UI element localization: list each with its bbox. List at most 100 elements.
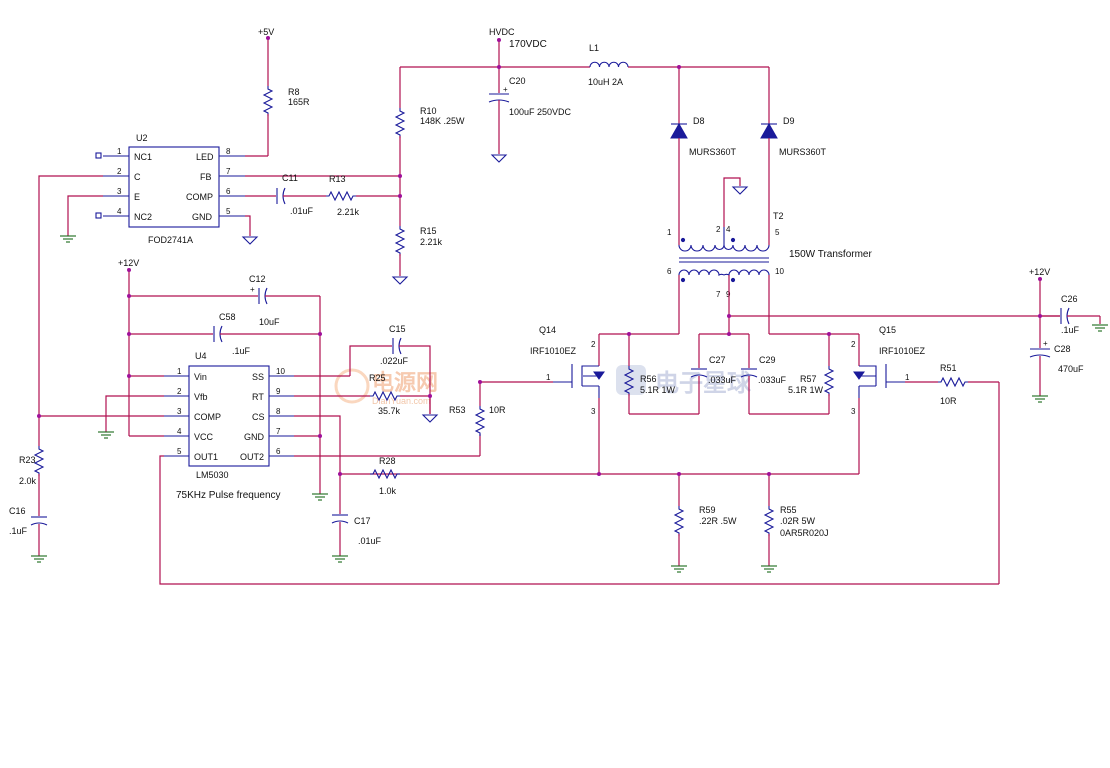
t2-ref: T2 xyxy=(773,211,784,221)
c27-value: .033uF xyxy=(708,375,737,385)
svg-text:+: + xyxy=(1043,339,1048,348)
r8-ref: R8 xyxy=(288,87,300,97)
c58-capacitor: C58 .1uF xyxy=(213,312,320,356)
u2-pin8-label: LED xyxy=(196,152,214,162)
r23-ref: R23 xyxy=(19,455,36,465)
r10-value: 148K .25W xyxy=(420,116,465,126)
q14-mosfet: Q14 IRF1010EZ 1 2 3 xyxy=(480,325,605,474)
svg-text:+: + xyxy=(250,285,255,294)
r56-value: 5.1R 1W xyxy=(640,385,676,395)
t2-pin10: 10 xyxy=(775,267,784,276)
u4-pin10-num: 10 xyxy=(276,367,285,376)
c27-ref: C27 xyxy=(709,355,726,365)
u4-pin8-num: 8 xyxy=(276,407,281,416)
c17-capacitor: C17 .01uF xyxy=(294,415,382,563)
u2-pin6-label: COMP xyxy=(186,192,213,202)
r28-resistor: R28 1.0k xyxy=(369,456,401,496)
c29-value: .033uF xyxy=(758,375,787,385)
c20-capacitor: + C20 100uF 250VDC xyxy=(488,67,572,163)
r56-ref: R56 xyxy=(640,374,657,384)
r57-value: 5.1R 1W xyxy=(788,385,824,395)
d9-ref: D9 xyxy=(783,116,795,126)
u2-pin7-num: 7 xyxy=(226,167,231,176)
u2-pin5-label: GND xyxy=(192,212,213,222)
c20-ref: C20 xyxy=(509,76,526,86)
r8-value: 165R xyxy=(288,97,310,107)
watermark-left-sub: DianYuan.com xyxy=(372,396,431,406)
u2-pin7-label: FB xyxy=(200,172,212,182)
u4-pin3-label: COMP xyxy=(194,412,221,422)
u4-pin5-label: OUT1 xyxy=(194,452,218,462)
d8-ref: D8 xyxy=(693,116,705,126)
watermark-left-text: 电源网 xyxy=(372,370,438,395)
u2-pin4-label: NC2 xyxy=(134,212,152,222)
u2-pin6-num: 6 xyxy=(226,187,231,196)
l1-inductor: L1 10uH 2A xyxy=(588,43,629,87)
l1-ref: L1 xyxy=(589,43,599,53)
q15-ref: Q15 xyxy=(879,325,896,335)
q15-pin-gate: 1 xyxy=(905,373,910,382)
c26-value: .1uF xyxy=(1061,325,1080,335)
r8-resistor: +5V R8 165R xyxy=(245,27,310,157)
u2-pin3-label: E xyxy=(134,192,140,202)
net-hvdc-label: HVDC xyxy=(489,27,515,37)
u4-pin4-label: VCC xyxy=(194,432,214,442)
u4-pin9-label: RT xyxy=(252,392,264,402)
net-5v-label: +5V xyxy=(258,27,274,37)
q15-pin-drain: 2 xyxy=(851,340,856,349)
u2-pin2-label: C xyxy=(134,172,141,182)
c28-value: 470uF xyxy=(1058,364,1084,374)
c15-ref: C15 xyxy=(389,324,406,334)
r13-value: 2.21k xyxy=(337,207,360,217)
c16-capacitor: C16 .1uF xyxy=(9,506,48,563)
u2-optocoupler: U2 FOD2741A 1 2 3 4 NC1 C E NC2 8 7 6 5 … xyxy=(95,133,245,245)
r59-resistor: R59 .22R .5W xyxy=(670,474,737,573)
c16-ref: C16 xyxy=(9,506,26,516)
r53-ref: R53 xyxy=(449,405,466,415)
t2-pin7: 7 xyxy=(716,290,721,299)
hv-rail: HVDC 170VDC xyxy=(400,27,769,68)
u2-part: FOD2741A xyxy=(148,235,193,245)
t2-pin1: 1 xyxy=(667,228,672,237)
r57-resistor: R57 5.1R 1W xyxy=(749,334,834,415)
c15-value: .022uF xyxy=(380,356,409,366)
u4-pin5-num: 5 xyxy=(177,447,182,456)
q14-ref: Q14 xyxy=(539,325,556,335)
pulse-frequency-note: 75KHz Pulse frequency xyxy=(176,490,281,501)
u2-pin2-num: 2 xyxy=(117,167,122,176)
u4-pin7-label: GND xyxy=(244,432,265,442)
u2-ref: U2 xyxy=(136,133,148,143)
c15-capacitor: C15 .022uF xyxy=(294,324,438,423)
c16-value: .1uF xyxy=(9,526,28,536)
net-12v-left-label: +12V xyxy=(118,258,139,268)
r10-ref: R10 xyxy=(420,106,437,116)
c29-ref: C29 xyxy=(759,355,776,365)
u4-pin1-num: 1 xyxy=(177,367,182,376)
r53-resistor: R53 10R xyxy=(294,382,506,457)
c29-capacitor: C29 .033uF xyxy=(740,334,787,414)
c12-ref: C12 xyxy=(249,274,266,284)
u4-pin10-label: SS xyxy=(252,372,264,382)
u4-pin7-num: 7 xyxy=(276,427,281,436)
watermark-logo: 电源网 DianYuan.com 电子星球 xyxy=(334,365,752,406)
c17-value: .01uF xyxy=(358,536,382,546)
r13-resistor: R13 2.21k xyxy=(325,174,400,217)
q14-value: IRF1010EZ xyxy=(530,346,577,356)
q14-pin-source: 3 xyxy=(591,407,596,416)
r23-value: 2.0k xyxy=(19,476,37,486)
q15-pin-source: 3 xyxy=(851,407,856,416)
u4-pin6-num: 6 xyxy=(276,447,281,456)
r25-value: 35.7k xyxy=(378,406,401,416)
r23-resistor: R23 2.0k xyxy=(19,445,44,516)
c58-value: .1uF xyxy=(232,346,251,356)
c58-ref: C58 xyxy=(219,312,236,322)
t2-pin2: 2 xyxy=(716,225,721,234)
r25-ref: R25 xyxy=(369,373,386,383)
d8-value: MURS360T xyxy=(689,147,737,157)
t2-pin4: 4 xyxy=(726,225,731,234)
d8-diode: D8 MURS360T xyxy=(670,67,737,245)
r51-ref: R51 xyxy=(940,363,957,373)
net-170vdc-label: 170VDC xyxy=(509,39,547,50)
u4-controller: U4 LM5030 1 2 3 4 5 Vin Vfb COMP VCC OUT… xyxy=(164,351,294,480)
